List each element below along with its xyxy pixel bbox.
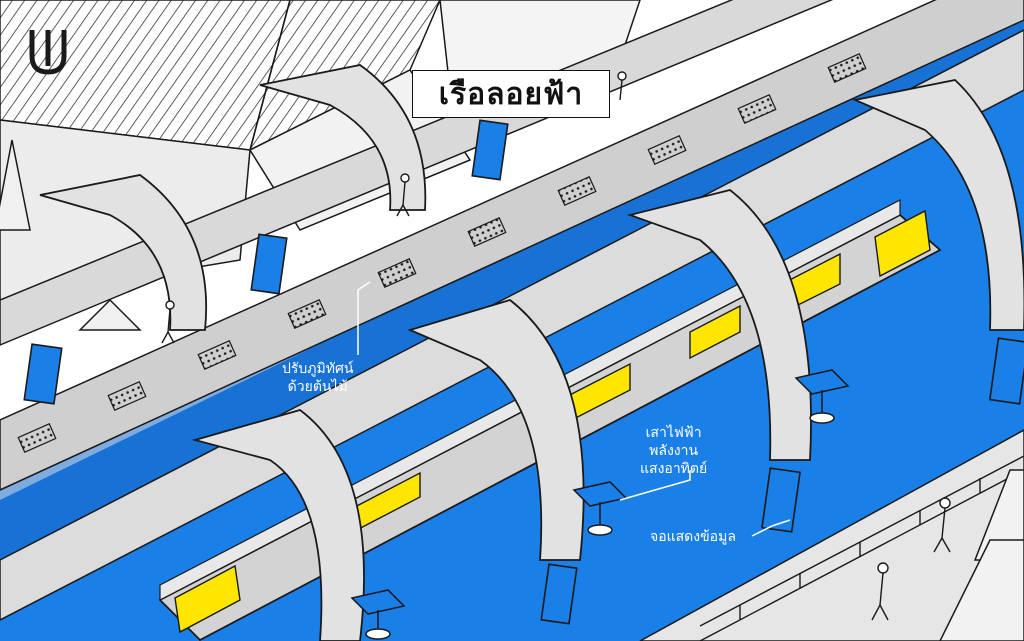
solar-label-line1: เสาไฟฟ้า — [645, 425, 702, 441]
arch-supports — [39, 64, 1024, 641]
solar-panel-icon — [350, 369, 850, 640]
water-shallows — [0, 0, 1024, 560]
walkway — [639, 429, 1024, 641]
walkway-fence — [699, 455, 1024, 641]
planter-icon — [17, 52, 867, 454]
page-title: เรือลอยฟ้า — [412, 70, 610, 118]
solar-label-line3: แสงอาทิตย์ — [640, 461, 708, 477]
solar-callout: เสาไฟฟ้า พลังงาน แสงอาทิตย์ — [640, 424, 707, 478]
landscape-label-line2: ด้วยต้นไม้ — [287, 379, 348, 395]
solar-label-line2: พลังงาน — [649, 443, 699, 459]
logo-icon — [29, 30, 67, 75]
tree-icon-right — [939, 469, 1024, 641]
landscape-label-line1: ปรับภูมิทัศน์ — [282, 361, 354, 377]
callout-lines — [357, 281, 791, 537]
info-screen-icon — [23, 119, 1024, 625]
landscape-callout: ปรับภูมิทัศน์ ด้วยต้นไม้ — [282, 360, 353, 396]
display-label: จอแสดงข้อมูล — [650, 529, 736, 545]
display-callout: จอแสดงข้อมูล — [650, 528, 736, 546]
canal-edge — [0, 0, 1024, 491]
tree-icon — [0, 139, 142, 331]
pedestrian-icon — [161, 71, 951, 621]
